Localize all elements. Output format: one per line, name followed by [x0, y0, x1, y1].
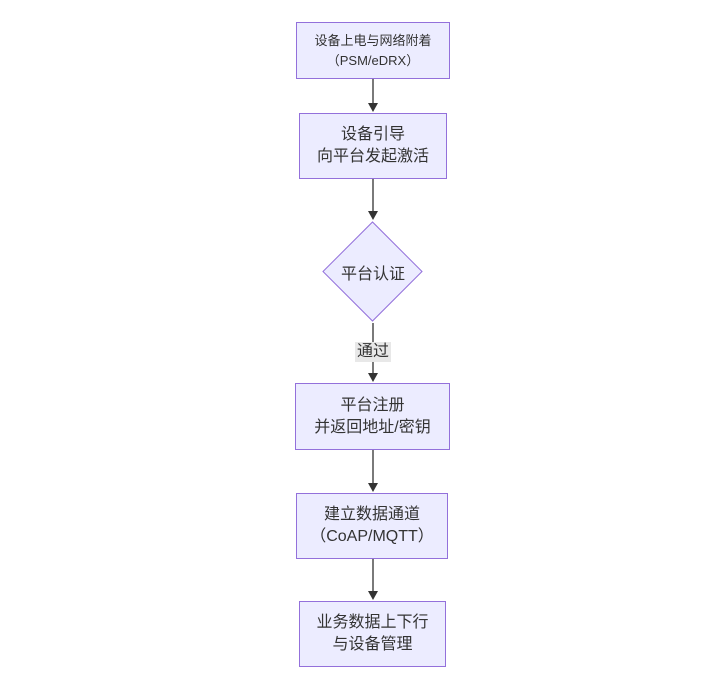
node-data-channel-line2: （CoAP/MQTT）	[310, 528, 434, 545]
node-data-channel-line1: 建立数据通道	[323, 506, 420, 523]
edge-label-pass: 通过	[354, 342, 392, 362]
edge-channel-to-business	[368, 559, 378, 600]
node-business-line2: 与设备管理	[332, 636, 413, 653]
node-power-attach: 设备上电与网络附着 （PSM/eDRX）	[296, 22, 450, 79]
edge-register-to-channel	[368, 450, 378, 492]
node-power-attach-line1: 设备上电与网络附着	[314, 32, 432, 48]
node-business: 业务数据上下行 与设备管理	[299, 601, 446, 667]
node-power-attach-line2: （PSM/eDRX）	[326, 52, 420, 68]
node-business-line1: 业务数据上下行	[316, 614, 429, 631]
node-auth-decision-label: 平台认证	[340, 266, 405, 283]
node-register-line1: 平台注册	[340, 396, 405, 414]
node-bootstrap: 设备引导 向平台发起激活	[299, 113, 447, 179]
node-register: 平台注册 并返回地址/密钥	[295, 383, 450, 450]
edge-bootstrap-to-auth	[368, 179, 378, 220]
node-register-line2: 并返回地址/密钥	[314, 418, 431, 436]
edge-power-to-bootstrap	[368, 79, 378, 112]
node-bootstrap-line1: 设备引导	[340, 126, 405, 143]
node-bootstrap-line2: 向平台发起激活	[316, 148, 429, 165]
node-data-channel: 建立数据通道 （CoAP/MQTT）	[296, 493, 448, 559]
